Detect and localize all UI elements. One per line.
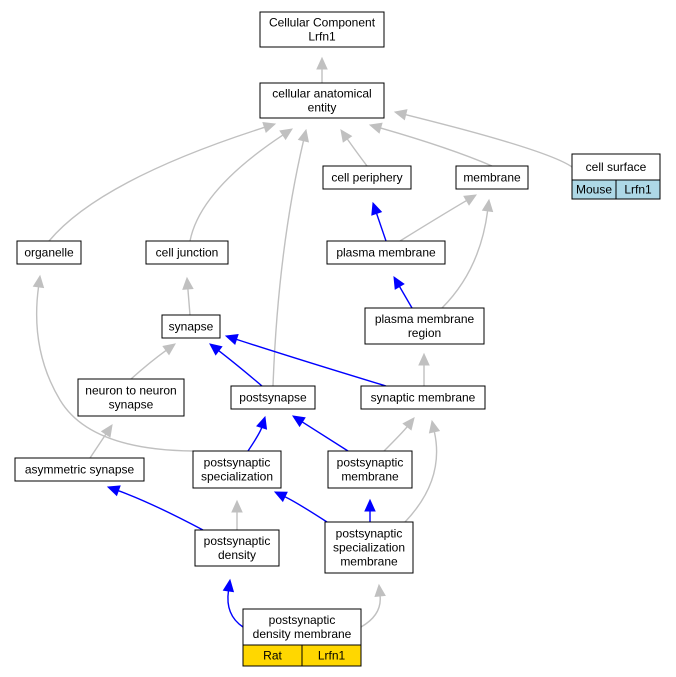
- edge-asym-synapse-to-n2n-synapse: [89, 423, 113, 459]
- edge-ps-spec-membrane-to-ps-membrane: [364, 498, 376, 522]
- node-label-line: postsynaptic: [204, 534, 271, 548]
- node-label-line: specialization: [201, 470, 273, 484]
- node-label-line: organelle: [24, 246, 74, 260]
- node-label-line: cell periphery: [331, 171, 402, 185]
- edge-membrane-to-cae: [368, 122, 493, 167]
- tag-label: Rat: [263, 649, 282, 663]
- node-label-line: membrane: [463, 171, 521, 185]
- node-synaptic-membrane[interactable]: synaptic membrane: [360, 385, 486, 410]
- edge-ps-spec-to-postsynapse: [247, 415, 268, 452]
- tag-label: Mouse: [576, 183, 612, 197]
- edge-n2n-synapse-to-synapse: [130, 343, 176, 380]
- node-label-line: plasma membrane: [336, 246, 436, 260]
- edge-plasma-membrane-to-membrane: [399, 194, 478, 242]
- tag-label: Lrfn1: [624, 183, 652, 197]
- edge-ps-spec-to-organelle: [32, 274, 194, 452]
- node-label-line: synapse: [169, 320, 214, 334]
- edge-cell-junction-to-cae: [189, 128, 294, 242]
- node-synapse[interactable]: synapse: [161, 314, 221, 339]
- node-asym-synapse[interactable]: asymmetric synapse: [14, 457, 145, 482]
- node-organelle[interactable]: organelle: [16, 240, 82, 265]
- node-label-line: postsynapse: [239, 391, 307, 405]
- node-label-line: entity: [308, 101, 337, 115]
- edge-postsynapse-to-cae: [272, 128, 310, 387]
- edge-pm-region-to-plasma-membrane: [393, 275, 413, 309]
- edge-postsynapse-to-synapse: [209, 343, 263, 387]
- node-label-line: plasma membrane: [375, 312, 475, 326]
- node-label-line: membrane: [340, 555, 398, 569]
- edge-cell-surface-to-cae: [393, 109, 573, 168]
- node-label-line: postsynaptic: [336, 527, 403, 541]
- edge-organelle-to-cae: [48, 122, 277, 242]
- edge-ps-membrane-to-postsynapse: [291, 415, 349, 452]
- edge-ps-membrane-to-synaptic-membrane: [383, 417, 415, 452]
- species-gene-tag: Lrfn1: [615, 179, 661, 200]
- edge-pm-region-to-membrane: [441, 198, 494, 309]
- edge-ps-spec-membrane-to-synaptic-membrane: [404, 419, 441, 523]
- edge-synaptic-membrane-to-pm-region: [418, 352, 430, 386]
- node-label-line: density: [218, 548, 256, 562]
- node-label-line: cellular anatomical: [272, 87, 371, 101]
- node-label-line: region: [408, 326, 441, 340]
- node-label-line: synaptic membrane: [371, 391, 476, 405]
- node-label-line: postsynaptic: [204, 456, 271, 470]
- edge-ps-density-to-ps-spec: [231, 499, 243, 530]
- node-label-line: Lrfn1: [308, 30, 336, 44]
- node-label-line: postsynaptic: [269, 613, 336, 627]
- edge-plasma-membrane-to-cell-periphery: [371, 201, 387, 242]
- node-label-line: synapse: [109, 398, 154, 412]
- node-membrane[interactable]: membrane: [455, 165, 529, 190]
- node-label-line: membrane: [341, 470, 399, 484]
- node-label-line: density membrane: [253, 627, 352, 641]
- edge-cae-to-root: [316, 56, 328, 83]
- node-cell-junction[interactable]: cell junction: [145, 240, 229, 265]
- tag-label: Lrfn1: [318, 649, 346, 663]
- node-label-line: asymmetric synapse: [25, 463, 135, 477]
- species-gene-tag: Rat: [242, 644, 303, 667]
- species-gene-tag: Lrfn1: [301, 644, 362, 667]
- edge-psd-membrane-to-ps-density: [222, 578, 244, 628]
- node-label-line: Cellular Component: [269, 16, 376, 30]
- edge-psd-membrane-to-ps-spec-membrane: [360, 583, 386, 628]
- edge-synapse-to-cell-junction: [182, 276, 194, 316]
- edge-cell-periphery-to-cae: [340, 129, 368, 167]
- node-label-line: cell surface: [586, 160, 647, 174]
- edge-ps-spec-membrane-to-ps-spec: [273, 491, 328, 523]
- edge-ps-density-to-asym-synapse: [106, 485, 204, 531]
- node-label-line: neuron to neuron: [85, 384, 176, 398]
- species-gene-tag: Mouse: [571, 179, 617, 200]
- edges-layer: [32, 56, 573, 628]
- node-label-line: specialization: [333, 541, 405, 555]
- node-postsynapse[interactable]: postsynapse: [230, 385, 316, 410]
- node-plasma-membrane[interactable]: plasma membrane: [326, 240, 446, 265]
- edge-synaptic-membrane-to-synapse: [224, 334, 387, 387]
- node-cell-periphery[interactable]: cell periphery: [322, 165, 412, 190]
- node-label-line: cell junction: [156, 246, 219, 260]
- node-label-line: postsynaptic: [337, 456, 404, 470]
